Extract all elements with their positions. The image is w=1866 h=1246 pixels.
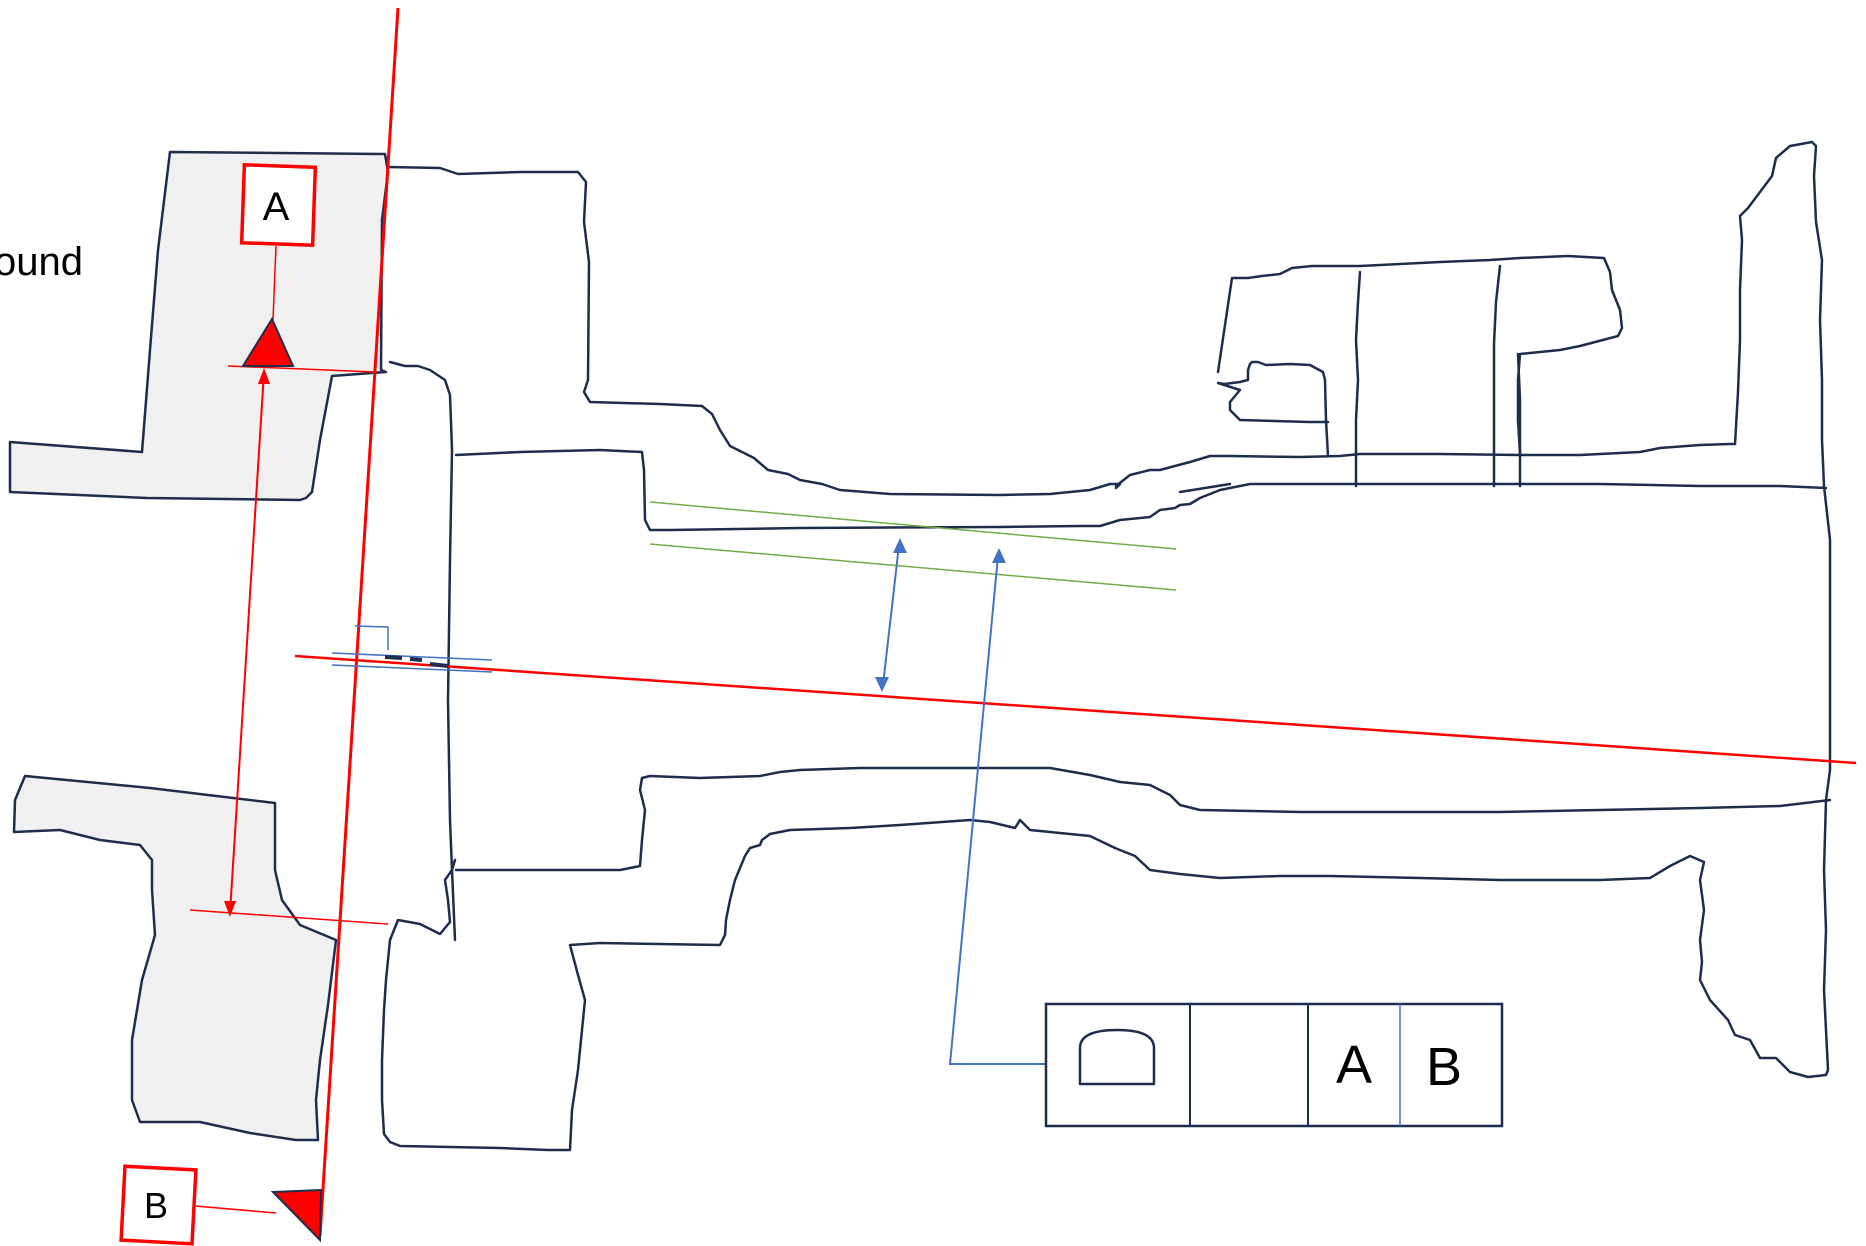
fcf-leader — [948, 555, 1046, 1065]
fcf-border — [1044, 1002, 1504, 1128]
fcf-datum-primary: A — [1336, 1035, 1372, 1095]
datum-b-axis — [318, 7, 400, 1237]
profile-dimension-line — [882, 544, 900, 686]
tolerance-zone-upper — [649, 501, 1177, 550]
datum-b-leader — [194, 1205, 277, 1214]
profile-of-a-surface-icon — [1078, 1028, 1156, 1086]
tolerance-zone-lower — [649, 543, 1177, 591]
fixture-top — [8, 150, 390, 502]
tolerance-zone — [649, 501, 1177, 591]
datum-b-triangle-icon — [270, 1188, 323, 1243]
datum-axes — [189, 7, 1857, 1237]
datum-b-box — [119, 1164, 198, 1246]
part-outline — [380, 140, 1832, 1152]
arrowhead-down-icon — [224, 901, 236, 917]
arrowhead-up-icon — [992, 548, 1006, 563]
fcf-datum-secondary: B — [1426, 1037, 1462, 1097]
feature-control-frame: A B — [1044, 1002, 1504, 1128]
gauge-marks — [331, 625, 493, 673]
leader-lines — [882, 544, 1046, 1065]
fixture-bottom — [12, 774, 338, 1142]
datum-a-box — [239, 162, 318, 248]
datum-a-leader — [272, 245, 277, 321]
datum-a-dimension — [229, 371, 265, 914]
datum-a-axis — [294, 654, 1857, 765]
arrowhead-down-icon — [875, 677, 889, 692]
datum-a-letter: A — [263, 185, 290, 229]
gauge-dashes — [384, 655, 449, 668]
partial-caption: ound — [0, 240, 83, 284]
arrowhead-up-icon — [893, 538, 907, 553]
datum-a-triangle-icon — [241, 316, 295, 367]
arrowhead-up-icon — [258, 368, 270, 384]
datum-a-ref-line-bottom — [189, 909, 389, 925]
datum-b-letter: B — [144, 1185, 168, 1226]
